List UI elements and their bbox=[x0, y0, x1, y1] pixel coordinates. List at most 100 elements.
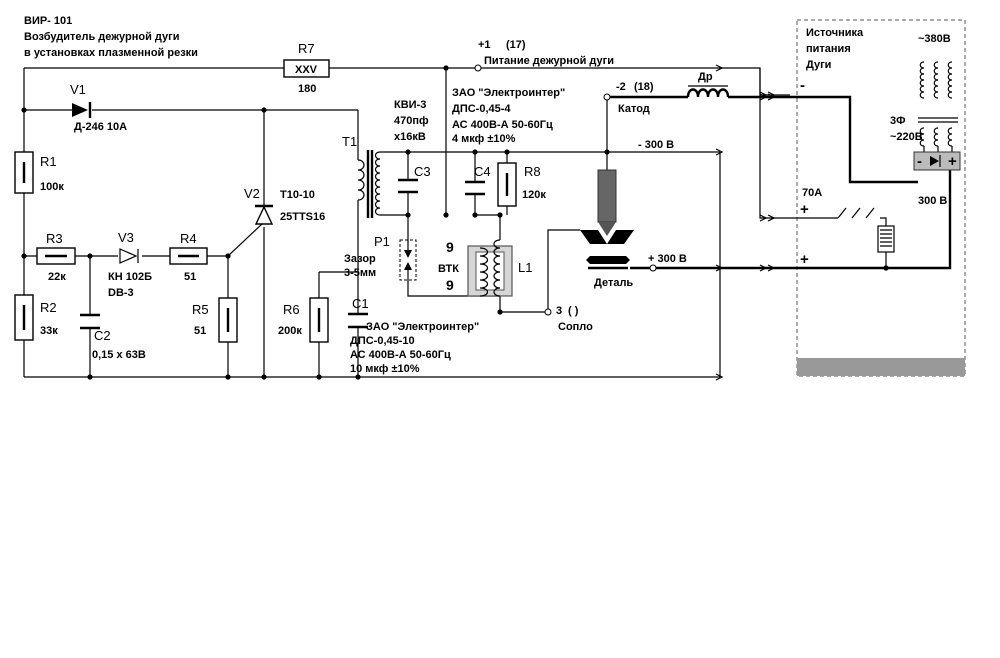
junction-c4-bottom bbox=[472, 212, 478, 218]
source-380v: ~380В bbox=[918, 33, 951, 45]
r3-ref: R3 bbox=[46, 231, 63, 246]
v1-diode bbox=[72, 102, 92, 118]
terminal-2-label: -2 bbox=[616, 81, 626, 93]
terminal-1-number: (17) bbox=[506, 39, 526, 51]
r7-mark: XXV bbox=[295, 64, 318, 76]
source-plus-bottom: + bbox=[800, 251, 809, 268]
r1-ref: R1 bbox=[40, 154, 57, 169]
left-wiring bbox=[23, 67, 720, 378]
junction-bottom-c2 bbox=[87, 374, 93, 380]
c3-value-3: х16кВ bbox=[394, 131, 426, 143]
c3-value-2: 470пф bbox=[394, 115, 429, 127]
r2-ref: R2 bbox=[40, 300, 57, 315]
junction-r8-top bbox=[504, 149, 510, 155]
l1-core: ВТК bbox=[438, 263, 459, 275]
source-title-1: Источника bbox=[806, 27, 864, 39]
terminal-3 bbox=[544, 308, 552, 316]
c2-capacitor bbox=[80, 313, 100, 330]
terminal-1-label: +1 bbox=[478, 39, 491, 51]
junction-r4 bbox=[225, 253, 231, 259]
v3-ref: V3 bbox=[118, 230, 134, 245]
source-title-3: Дуги bbox=[806, 59, 831, 71]
t1-ref: T1 bbox=[342, 134, 357, 149]
terminal-2-name: Катод bbox=[618, 103, 650, 115]
junction-c4-top bbox=[472, 149, 478, 155]
terminal-1 bbox=[474, 64, 482, 72]
r7-resistor bbox=[283, 59, 330, 78]
r2-value: 33к bbox=[40, 325, 58, 337]
terminal-1-name: Питание дежурной дуги bbox=[484, 55, 614, 67]
junction-bottom-r5 bbox=[225, 374, 231, 380]
c1-line-1: ЗАО "Электроинтер" bbox=[366, 321, 479, 333]
r6-ref: R6 bbox=[283, 302, 300, 317]
junction-c3-bottom bbox=[405, 212, 411, 218]
junction-l1-bottom bbox=[497, 309, 503, 315]
source-current: 70А bbox=[802, 187, 822, 199]
v3-value-2: DB-3 bbox=[108, 287, 134, 299]
junction-v1-right bbox=[261, 107, 267, 113]
middle-wiring bbox=[380, 68, 721, 377]
r8-ref: R8 bbox=[524, 164, 541, 179]
source-phase: 3Ф bbox=[890, 115, 906, 127]
r4-ref: R4 bbox=[180, 231, 197, 246]
c1-ref: C1 bbox=[352, 296, 369, 311]
p1-value-2: 3-5мм bbox=[344, 267, 376, 279]
junction-bottom-c1 bbox=[355, 374, 361, 380]
v1-value: Д-246 10А bbox=[74, 121, 127, 133]
v1-ref: V1 bbox=[70, 82, 86, 97]
r5-ref: R5 bbox=[192, 302, 209, 317]
neg-300-label: - 300 В bbox=[638, 139, 674, 151]
r3-value: 22к bbox=[48, 271, 66, 283]
junction-c4-left bbox=[443, 212, 449, 218]
junction-bottom-v2 bbox=[261, 374, 267, 380]
junction-ballast bbox=[883, 265, 889, 271]
power-source-base bbox=[797, 358, 965, 376]
v2-value-1: Т10-10 bbox=[280, 189, 315, 201]
junction-r7 bbox=[443, 65, 449, 71]
title-line-3: в установках плазменной резки bbox=[24, 47, 198, 59]
detail-label: Деталь bbox=[594, 277, 633, 289]
t1-transformer bbox=[357, 150, 381, 218]
dr-choke bbox=[686, 85, 730, 98]
junction-bottom-r6 bbox=[316, 374, 322, 380]
source-plus-top: + bbox=[800, 201, 809, 218]
r4-value: 51 bbox=[184, 271, 196, 283]
r7-value: 180 bbox=[298, 83, 316, 95]
pos-300-label: + 300 В bbox=[648, 253, 687, 265]
connector-breaks bbox=[715, 64, 776, 381]
source-220v: ~220В bbox=[890, 131, 923, 143]
terminal-2-number: (18) bbox=[634, 81, 654, 93]
v3-dinistor bbox=[119, 248, 139, 264]
title-line-2: Возбудитель дежурной дуги bbox=[24, 31, 179, 43]
junction-r3-left bbox=[21, 253, 27, 259]
p1-value-1: Зазор bbox=[344, 253, 376, 265]
dr-ref: Др bbox=[698, 71, 713, 83]
r6-value: 200к bbox=[278, 325, 302, 337]
terminal-3-label: 3 bbox=[556, 305, 562, 317]
terminal-pos300 bbox=[649, 264, 657, 272]
r5-value: 51 bbox=[194, 325, 206, 337]
junction-l1-top bbox=[497, 212, 503, 218]
c3-capacitor bbox=[398, 178, 418, 194]
r1-value: 100к bbox=[40, 181, 64, 193]
torch-electrode bbox=[580, 169, 634, 244]
junction-v1-left bbox=[21, 107, 27, 113]
three-phase-transformer bbox=[918, 61, 958, 152]
v2-value-2: 25TTS16 bbox=[280, 211, 325, 223]
ballast-resistor bbox=[877, 225, 895, 253]
c1-line-3: АС 400В-А 50-60Гц bbox=[350, 349, 451, 361]
junction-c3-top bbox=[405, 149, 411, 155]
p1-spark-gap bbox=[399, 239, 417, 281]
workpiece bbox=[586, 256, 630, 270]
contactor-switch bbox=[837, 207, 875, 219]
c4-line-3: АС 400В-А 50-60Гц bbox=[452, 119, 553, 131]
bridge-minus: - bbox=[917, 153, 922, 170]
c2-value: 0,15 х 63В bbox=[92, 349, 146, 361]
l1-ref: L1 bbox=[518, 260, 532, 275]
source-dc-voltage: 300 В bbox=[918, 195, 947, 207]
c4-line-1: ЗАО "Электроинтер" bbox=[452, 87, 565, 99]
c4-capacitor bbox=[465, 180, 485, 196]
c4-line-4: 4 мкф ±10% bbox=[452, 133, 516, 145]
v2-ref: V2 bbox=[244, 186, 260, 201]
